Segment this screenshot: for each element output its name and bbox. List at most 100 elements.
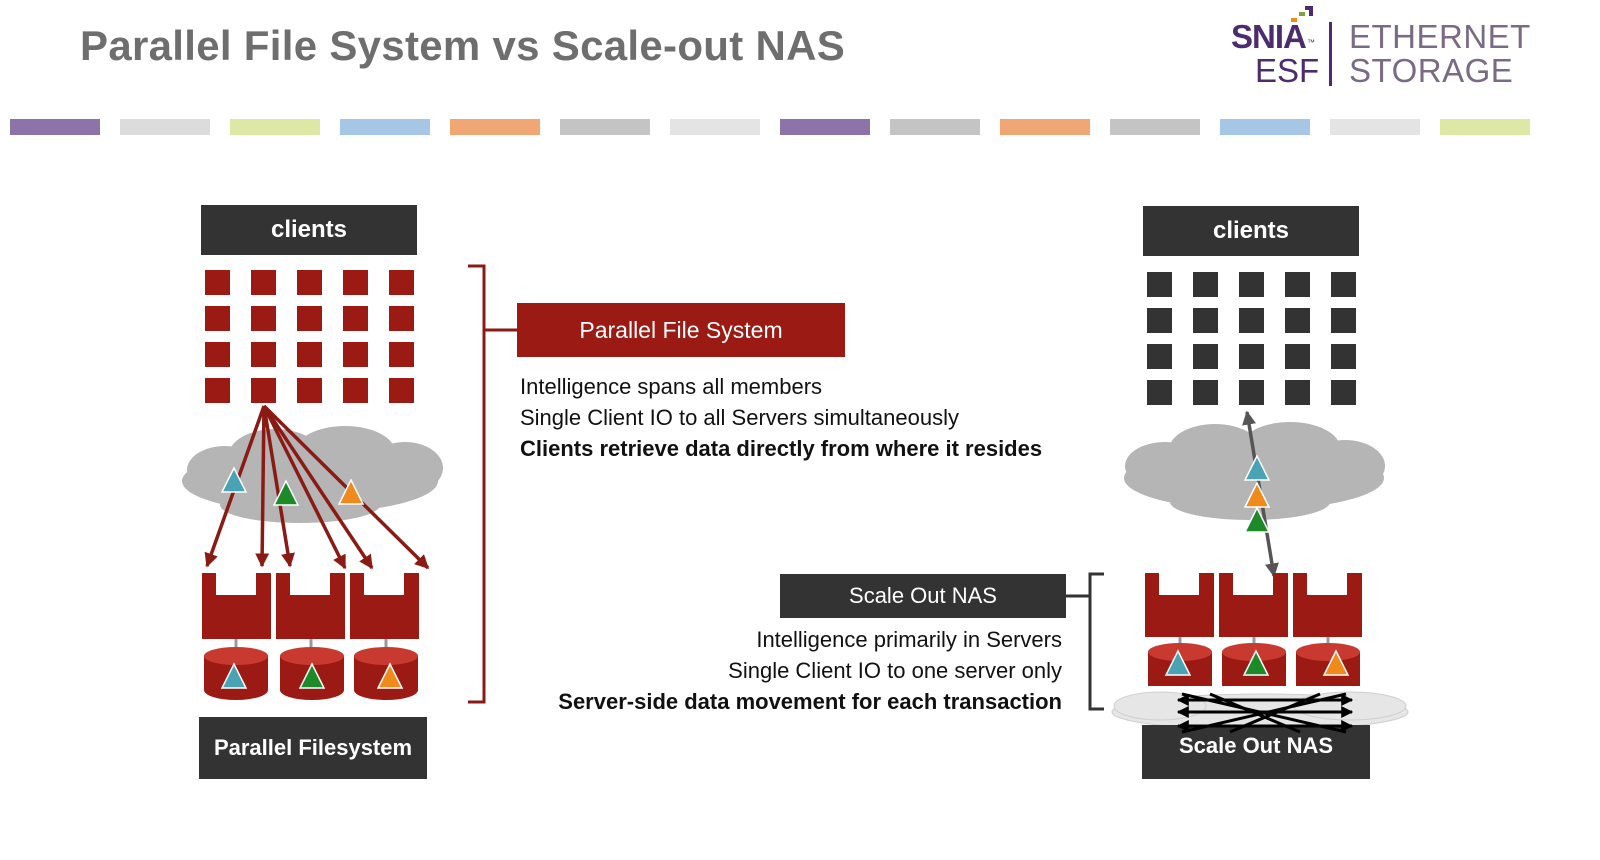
orange-triangle-icon <box>1322 649 1350 676</box>
client-node <box>1285 344 1310 369</box>
server-3 <box>350 573 419 639</box>
stripe-segment <box>780 119 870 135</box>
client-node <box>1285 380 1310 405</box>
logo-divider <box>1329 22 1332 86</box>
client-node <box>297 342 322 367</box>
left-line-1: Intelligence spans all members <box>520 374 823 399</box>
client-node <box>251 306 276 331</box>
server-1 <box>202 573 271 639</box>
stripe-segment <box>1440 119 1530 135</box>
stripe-segment <box>120 119 210 135</box>
left-client-grid <box>205 270 414 403</box>
client-node <box>205 306 230 331</box>
right-disks <box>1148 643 1360 686</box>
logo-snia-text: SNIA <box>1231 18 1307 55</box>
stripe-segment <box>230 119 320 135</box>
stripe-segment <box>10 119 100 135</box>
client-node <box>251 270 276 295</box>
client-node <box>1285 308 1310 333</box>
left-line-2: Single Client IO to all Servers simultan… <box>520 405 959 430</box>
client-node <box>343 342 368 367</box>
stripe-segment <box>1330 119 1420 135</box>
parallel-file-system-callout: Parallel File System <box>517 303 845 357</box>
client-node <box>1239 272 1264 297</box>
client-node <box>1239 380 1264 405</box>
client-node <box>1147 272 1172 297</box>
green-triangle-icon <box>272 479 300 506</box>
client-node <box>297 378 322 403</box>
client-node <box>1193 380 1218 405</box>
client-node <box>343 306 368 331</box>
client-node <box>297 306 322 331</box>
client-node <box>1331 380 1356 405</box>
right-bracket <box>1066 572 1104 711</box>
orange-triangle-icon <box>376 662 404 689</box>
client-node <box>1193 344 1218 369</box>
stripe-segment <box>1110 119 1200 135</box>
client-node <box>1193 308 1218 333</box>
stripe-segment <box>890 119 980 135</box>
left-bracket <box>468 264 517 704</box>
slide-title: Parallel File System vs Scale-out NAS <box>80 22 846 69</box>
client-node <box>1285 272 1310 297</box>
color-stripe <box>10 119 1550 135</box>
client-node <box>389 342 414 367</box>
right-server-side-arrows <box>1176 692 1354 734</box>
client-node <box>389 306 414 331</box>
left-servers <box>202 573 419 639</box>
right-clients-label: clients <box>1143 206 1359 256</box>
client-node <box>1239 308 1264 333</box>
client-node <box>205 270 230 295</box>
right-line-1: Intelligence primarily in Servers <box>756 627 1062 652</box>
left-network-cloud <box>182 426 443 523</box>
client-node <box>1331 344 1356 369</box>
client-node <box>1331 272 1356 297</box>
teal-triangle-icon <box>1164 649 1192 676</box>
client-node <box>343 378 368 403</box>
stripe-segment <box>1220 119 1310 135</box>
client-node <box>343 270 368 295</box>
server-3 <box>1293 573 1362 637</box>
client-node <box>1147 308 1172 333</box>
left-clients-label: clients <box>201 205 417 255</box>
green-triangle-icon <box>1242 649 1270 676</box>
client-node <box>1331 308 1356 333</box>
server-2 <box>276 573 345 639</box>
disk-3 <box>1296 643 1360 686</box>
logo-mark-icon <box>1291 6 1313 22</box>
client-node <box>251 378 276 403</box>
logo-ethernet-text: ETHERNET <box>1349 18 1531 55</box>
stripe-segment <box>340 119 430 135</box>
client-node <box>389 270 414 295</box>
client-node <box>251 342 276 367</box>
stripe-segment <box>670 119 760 135</box>
client-node <box>1193 272 1218 297</box>
server-1 <box>1145 573 1214 637</box>
client-node <box>1147 380 1172 405</box>
server-2 <box>1219 573 1288 637</box>
stripe-segment <box>1000 119 1090 135</box>
left-footer-label: Parallel Filesystem <box>199 717 427 779</box>
snia-esf-logo: SNIA ™ ESF ETHERNET STORAGE <box>1225 4 1545 96</box>
client-node <box>297 270 322 295</box>
client-node <box>389 378 414 403</box>
client-node <box>205 378 230 403</box>
stripe-segment <box>560 119 650 135</box>
green-triangle-icon <box>298 662 326 689</box>
client-node <box>205 342 230 367</box>
teal-triangle-icon <box>1243 454 1271 481</box>
logo-esf-text: ESF <box>1255 52 1320 89</box>
right-line-3: Server-side data movement for each trans… <box>558 689 1062 714</box>
right-servers <box>1145 573 1362 637</box>
logo-trademark: ™ <box>1307 38 1315 47</box>
green-triangle-icon <box>1243 506 1271 533</box>
client-node <box>1239 344 1264 369</box>
teal-triangle-icon <box>220 466 248 493</box>
right-footer-label: Scale Out NAS <box>1178 733 1334 758</box>
left-data-arrows <box>204 404 430 570</box>
logo-storage-text: STORAGE <box>1349 52 1514 89</box>
right-line-2: Single Client IO to one server only <box>728 658 1062 683</box>
scale-out-nas-callout: Scale Out NAS <box>780 574 1066 618</box>
stripe-segment <box>450 119 540 135</box>
